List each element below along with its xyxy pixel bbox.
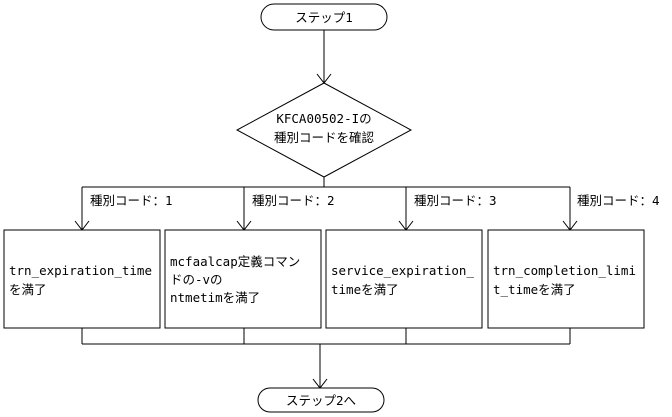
decision-label-line1: KFCA00502-Iの bbox=[276, 111, 371, 126]
branch-2-box-line2: ドの-vの bbox=[170, 272, 223, 287]
end-terminal bbox=[257, 387, 385, 413]
branch-4-box bbox=[487, 229, 645, 329]
end-terminal-label: ステップ2へ bbox=[286, 393, 356, 408]
branch-3-box-line2: timeを満了 bbox=[331, 282, 399, 297]
branch-1-box-line2: を満了 bbox=[9, 282, 47, 297]
branch-1-box bbox=[3, 229, 161, 329]
branch-2-box bbox=[164, 229, 322, 329]
branch-4-box-line2: t_timeを満了 bbox=[493, 282, 576, 297]
branch-4-label: 種別コード：4 bbox=[577, 193, 660, 208]
branch-2-box-line1: mcfaalcap定義コマン bbox=[170, 254, 300, 269]
start-terminal-label: ステップ1 bbox=[295, 10, 353, 25]
branch-1-box-line1: trn_expiration_time bbox=[9, 263, 152, 278]
branch-3-box bbox=[325, 229, 483, 329]
branch-1-label: 種別コード：1 bbox=[90, 193, 173, 208]
branch-2-label: 種別コード：2 bbox=[252, 193, 335, 208]
decision-label-line2: 種別コードを確認 bbox=[274, 130, 375, 145]
branch-2-box-line3: ntmetimを満了 bbox=[170, 290, 260, 305]
branch-3-box-line1: service_expiration_ bbox=[331, 263, 474, 278]
branch-4-box-line1: trn_completion_limi bbox=[493, 263, 636, 278]
branch-3-label: 種別コード：3 bbox=[414, 193, 497, 208]
